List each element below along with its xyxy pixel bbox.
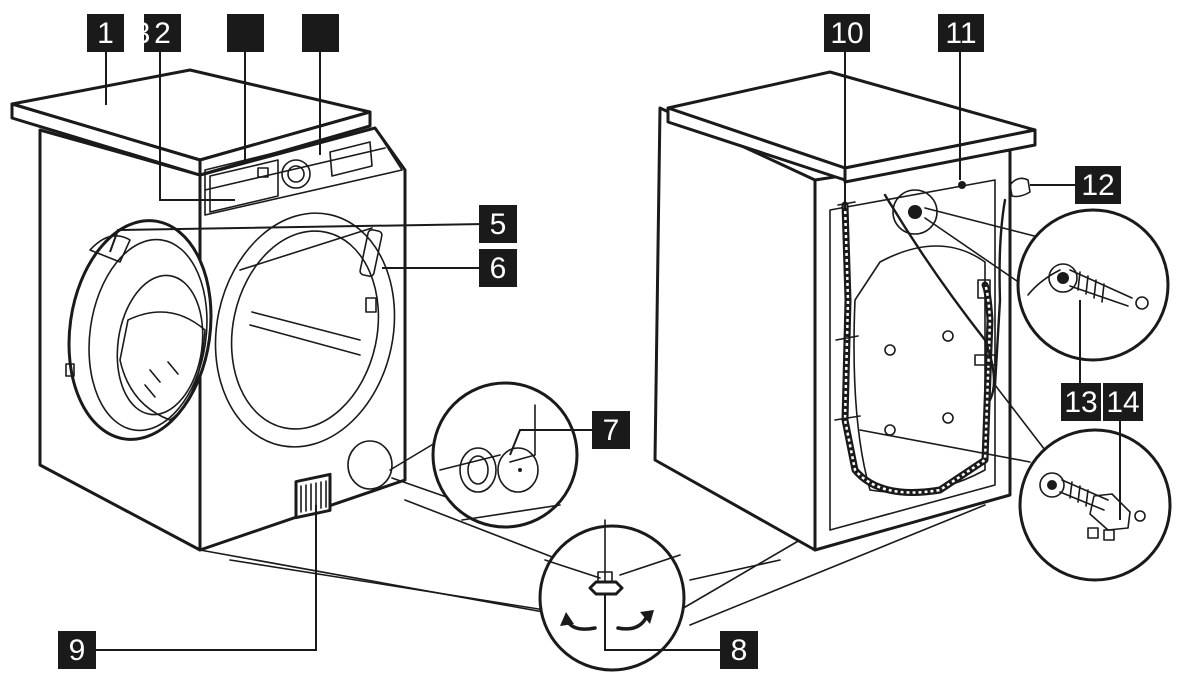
label-12: 12 <box>1075 166 1121 204</box>
svg-text:5: 5 <box>490 208 507 241</box>
svg-text:12: 12 <box>1081 169 1114 202</box>
svg-text:2: 2 <box>154 17 171 50</box>
label-2: 2 3 <box>134 14 181 52</box>
label-4 <box>302 14 339 52</box>
label-5: 5 <box>479 205 517 243</box>
power-cable <box>883 193 996 402</box>
bolt-magnifier-circle <box>1018 428 1172 582</box>
display-panel <box>329 141 373 177</box>
label-7: 7 <box>592 411 630 449</box>
leader-lines <box>96 52 1121 651</box>
filter-cap <box>497 447 539 493</box>
door-seal-ring <box>214 212 396 448</box>
transit-bolt-head <box>1039 472 1065 498</box>
mains-plug <box>1009 177 1031 198</box>
label-11: 11 <box>938 14 984 52</box>
door-latch <box>359 228 383 278</box>
open-door <box>67 219 213 441</box>
svg-text:1: 1 <box>97 17 114 50</box>
adjustable-foot-nut <box>588 580 624 596</box>
svg-text:10: 10 <box>830 17 863 50</box>
label-13: 13 <box>1061 383 1101 421</box>
label-9: 9 <box>58 631 96 669</box>
ventilation-grille <box>294 472 332 520</box>
label-10: 10 <box>824 14 870 52</box>
programme-knob <box>281 159 311 189</box>
svg-text:13: 13 <box>1064 386 1097 419</box>
stray-digit: 3 <box>134 17 151 50</box>
door-glass-bowl <box>119 311 206 421</box>
svg-text:11: 11 <box>945 17 976 50</box>
label-8: 8 <box>720 631 758 669</box>
filter-magnifier <box>389 381 579 529</box>
front-machine <box>10 68 407 552</box>
drawer-handle <box>257 167 269 178</box>
svg-text:8: 8 <box>731 634 748 667</box>
rotate-right-arrow <box>616 616 648 631</box>
transit-bolt-spacer <box>1048 263 1078 293</box>
svg-text:9: 9 <box>69 634 86 667</box>
rear-machine-side-panel <box>653 106 817 552</box>
label-14: 14 <box>1103 383 1143 421</box>
svg-text:7: 7 <box>603 414 620 447</box>
rear-machine <box>653 70 1037 552</box>
svg-text:6: 6 <box>490 252 507 285</box>
water-inlet-housing <box>892 189 938 235</box>
label-1: 1 <box>87 14 124 52</box>
bolt-magnifier <box>859 384 1172 582</box>
pump-filter-cover <box>347 440 393 490</box>
transit-bolt-hole <box>958 181 966 189</box>
foot-magnifier <box>199 499 986 672</box>
filter-knob <box>459 447 497 493</box>
svg-text:14: 14 <box>1106 386 1139 419</box>
label-6: 6 <box>479 249 517 287</box>
inlet-magnifier <box>924 207 1170 362</box>
label-3 <box>227 14 264 52</box>
transit-bolt-bracket <box>1089 493 1131 531</box>
hose-coupling <box>977 279 991 299</box>
foot-magnifier-circle <box>538 524 686 672</box>
filter-magnifier-circle <box>431 381 579 529</box>
inlet-magnifier-circle <box>1016 208 1170 362</box>
